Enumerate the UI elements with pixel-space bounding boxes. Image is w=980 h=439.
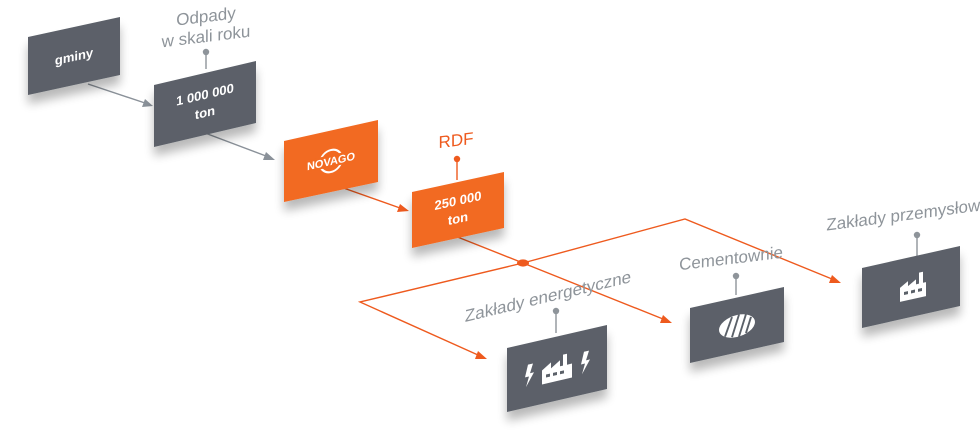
box-energy (507, 325, 607, 412)
arrowhead-hub-to-energy (475, 351, 487, 359)
line-hub-to-energy (357, 262, 524, 356)
box-waste: 1 000 000 ton (154, 61, 256, 147)
gray-connectors (87, 83, 275, 160)
waste-pin-dot (202, 48, 210, 56)
box-industry (862, 246, 960, 328)
orange-arrowheads (397, 204, 841, 359)
arrow-waste-to-novago (204, 132, 267, 157)
line-hub-to-cement (522, 262, 664, 320)
rdf-value-line2: ton (448, 209, 468, 228)
industry-caption: Zakłady przemysłowe (826, 194, 980, 234)
cement-caption-text: Cementownie (679, 243, 783, 274)
rdf-caption: RDF (439, 129, 474, 152)
waste-value-line2: ton (195, 103, 215, 123)
cement-pin-dot (732, 272, 740, 280)
arrowhead-novago-to-rdf (397, 204, 409, 212)
waste-caption-line2: w skali roku (161, 22, 251, 52)
cement-caption: Cementownie (679, 243, 783, 274)
cement-icon (719, 313, 755, 338)
industry-caption-text: Zakłady przemysłowe (826, 194, 980, 234)
line-hub-to-industry (522, 218, 833, 280)
box-cement (690, 287, 784, 363)
hub-node (517, 259, 529, 267)
arrowhead-waste-to-novago (263, 152, 275, 160)
arrowhead-gminy-to-waste (142, 99, 153, 107)
orange-connectors (334, 184, 833, 356)
waste-caption: Odpady w skali roku (161, 3, 251, 52)
factory-icon (900, 271, 926, 302)
arrowhead-hub-to-cement (660, 315, 672, 323)
line-rdf-to-hub (454, 235, 524, 264)
box-gminy: gminy (28, 17, 120, 95)
arrowhead-hub-to-industry (829, 275, 841, 283)
industry-pin-dot (913, 231, 921, 239)
box-rdf: 250 000 ton (412, 172, 504, 248)
box-novago: NOVAGO (284, 120, 378, 202)
energy-pin-dot (552, 307, 560, 315)
rdf-caption-text: RDF (439, 129, 474, 152)
arrow-gminy-to-waste (87, 83, 146, 104)
rdf-pin-dot (453, 155, 461, 163)
power-plant-icon (525, 350, 590, 388)
